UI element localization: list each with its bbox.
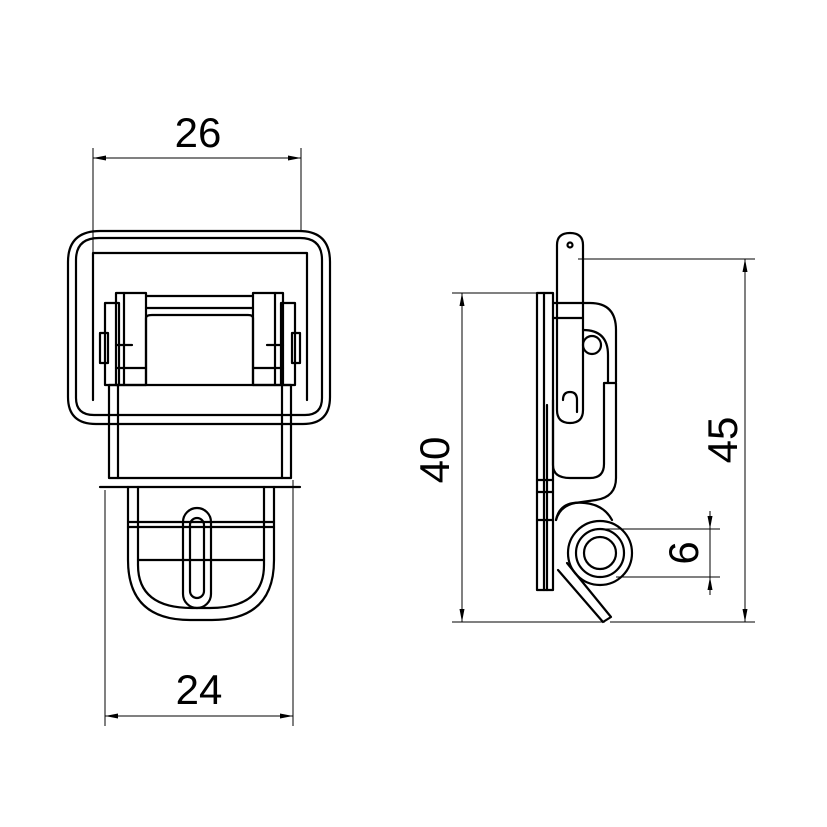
dimension-spring-diameter: 6: [600, 511, 720, 595]
height-left-label: 40: [411, 437, 458, 484]
dimension-bottom-width: 24: [104, 480, 294, 726]
top-width-label: 26: [175, 109, 222, 156]
inner-frame: [74, 236, 324, 417]
right-hinge: [251, 291, 302, 387]
lever-body: [107, 383, 293, 480]
spring-coil: [554, 501, 634, 624]
hinge-pin: [581, 334, 603, 356]
dimension-top-width: 26: [92, 109, 302, 253]
front-view: [66, 229, 332, 622]
spring-arm: [551, 381, 618, 522]
hinge-bridge: [144, 294, 255, 387]
bottom-width-label: 24: [176, 666, 223, 713]
dimension-height-left: 40: [411, 292, 605, 623]
lever-side: [555, 231, 585, 425]
spring-diameter-label: 6: [660, 541, 707, 564]
side-view: [535, 231, 634, 624]
outer-frame: [66, 229, 332, 426]
hook-slot: [181, 506, 213, 610]
dimension-height-right: 45: [578, 258, 755, 623]
frame-window: [91, 251, 309, 402]
left-hinge: [98, 291, 148, 387]
hinge-housing: [551, 301, 618, 384]
height-right-label: 45: [699, 417, 746, 464]
hook-plate: [126, 485, 276, 622]
